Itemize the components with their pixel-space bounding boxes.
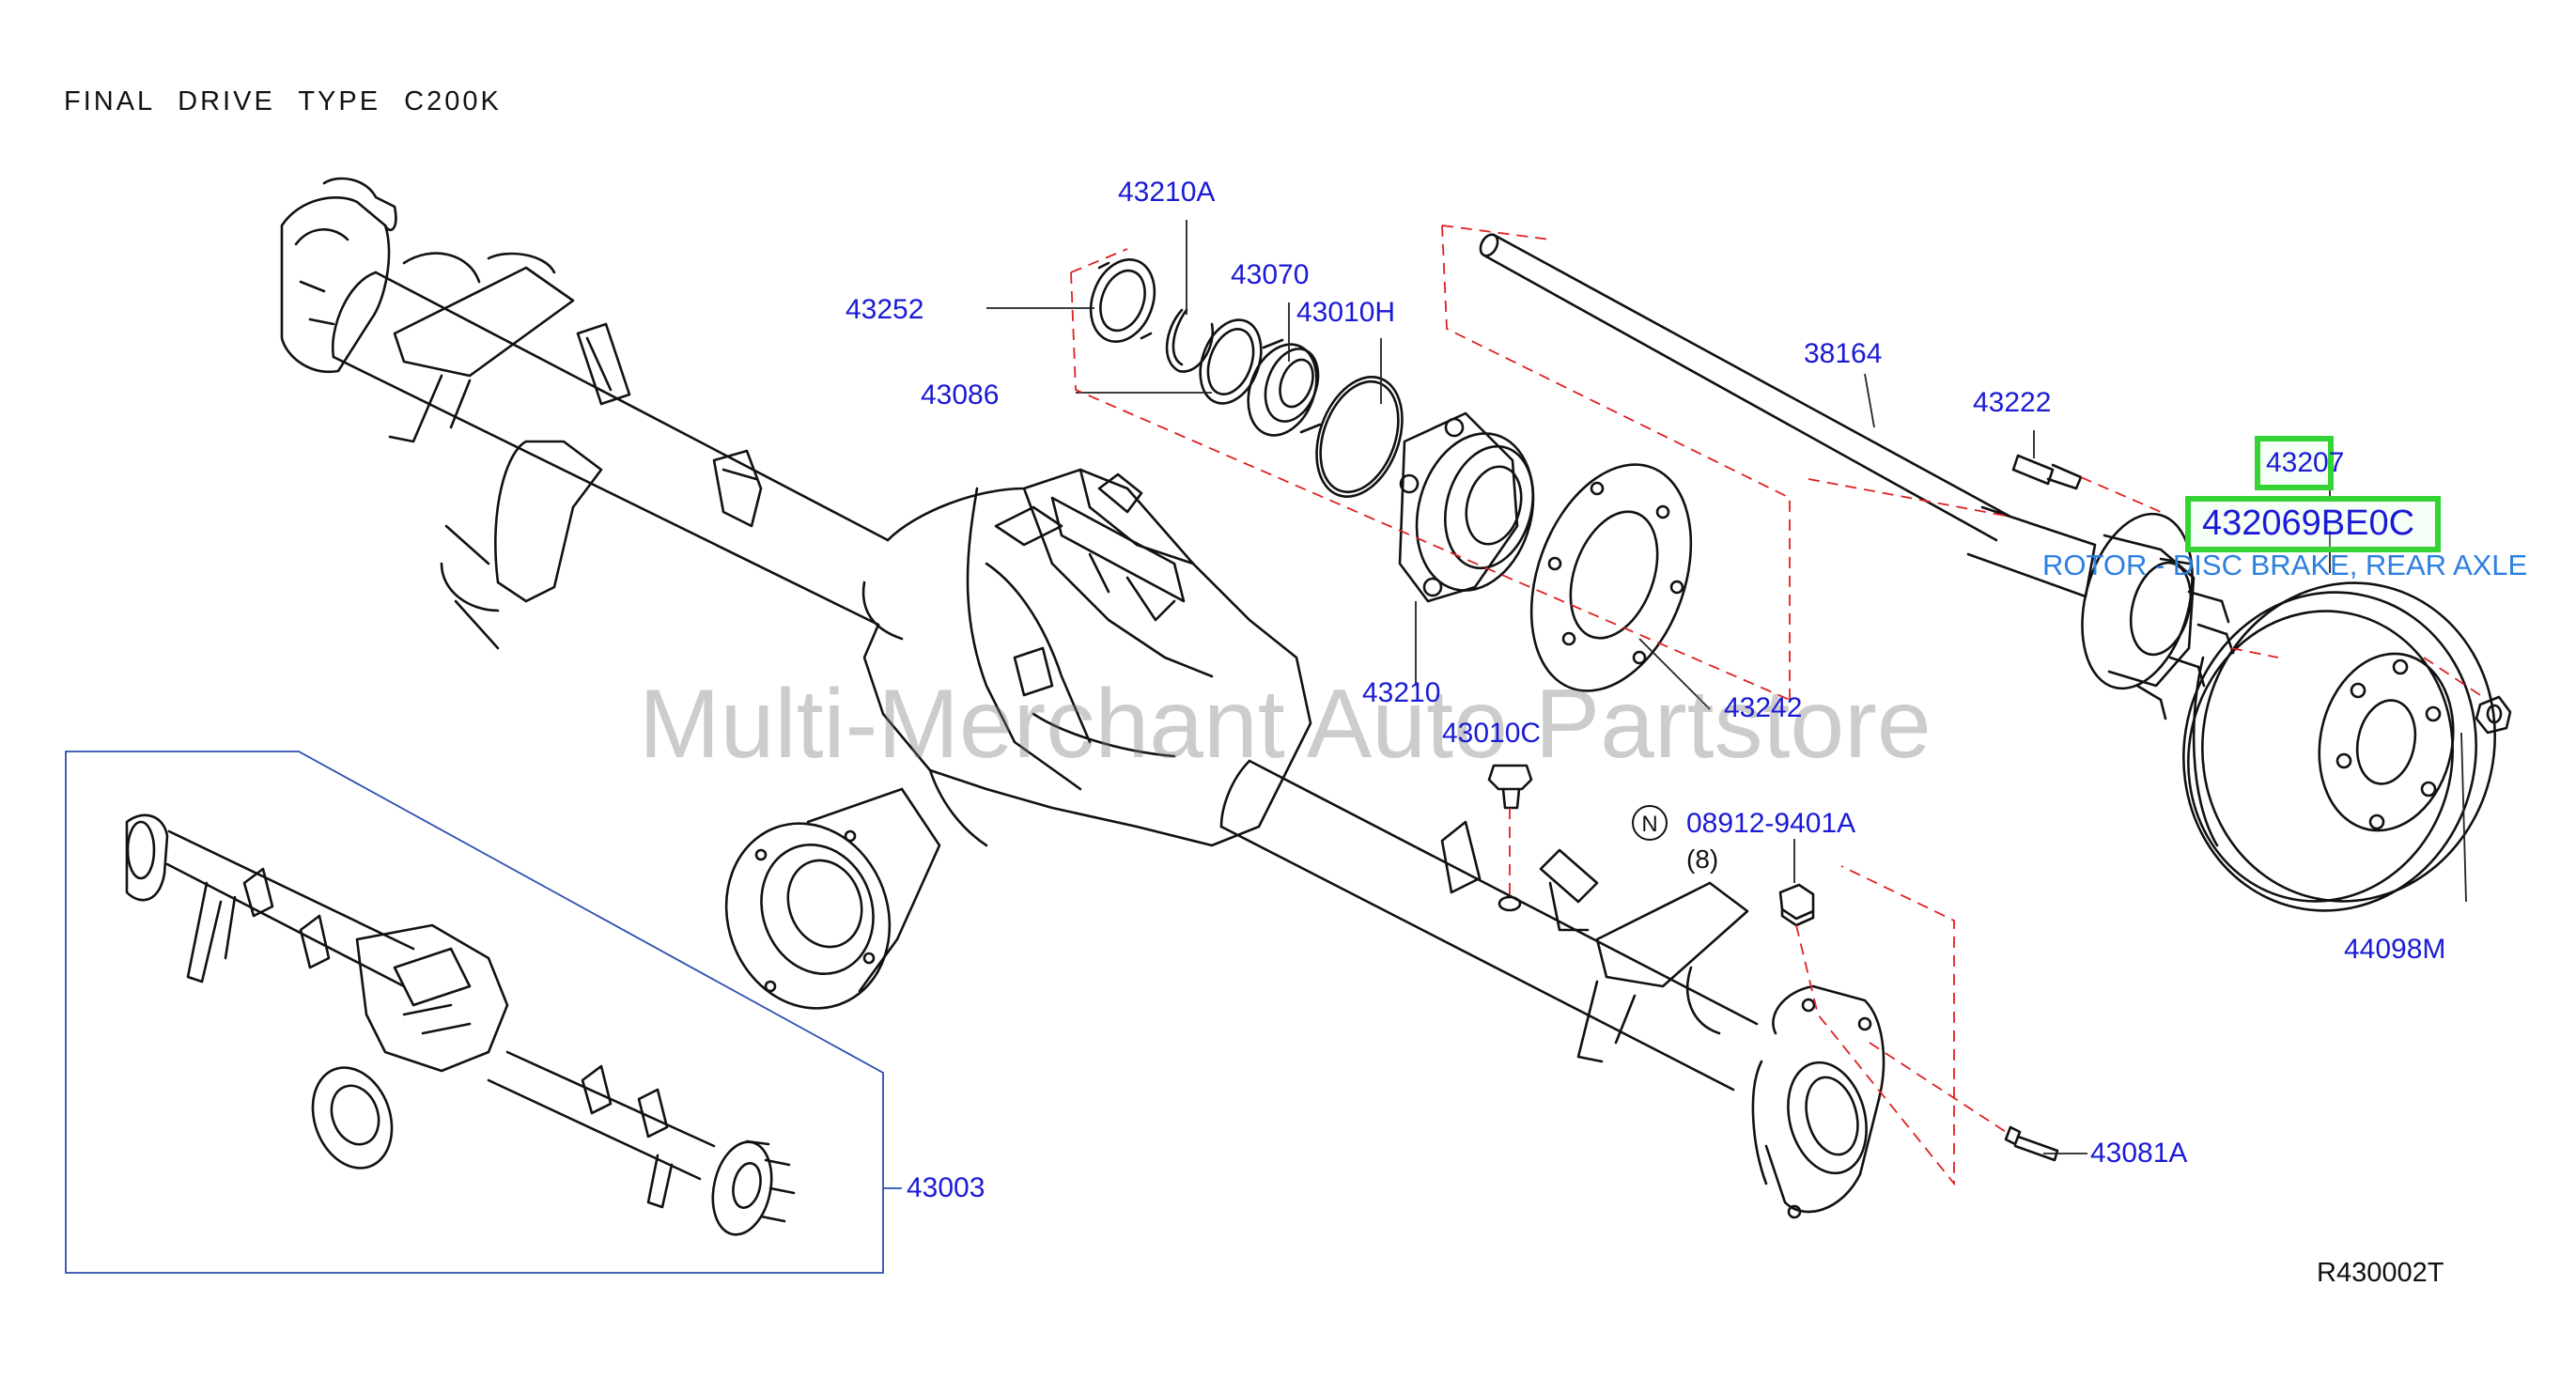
- rotor-screw: [2475, 695, 2512, 735]
- grommet: [1487, 764, 1533, 912]
- callout-43086[interactable]: 43086: [921, 379, 1000, 410]
- diagram-title: FINAL DRIVE TYPE C200K: [64, 86, 502, 116]
- highlight-box-43207: [2255, 436, 2334, 490]
- highlight-box-oem-number: [2185, 496, 2441, 552]
- callout-43081a[interactable]: 43081A: [2090, 1138, 2188, 1169]
- callout-43010c[interactable]: 43010C: [1442, 718, 1542, 749]
- callout-43003[interactable]: 43003: [907, 1172, 985, 1203]
- bearing-components: [1089, 258, 1693, 692]
- callout-44098m[interactable]: 44098M: [2344, 934, 2446, 965]
- bolt: [2004, 1125, 2059, 1162]
- callout-08912-9401a[interactable]: 08912-9401A: [1686, 808, 1856, 839]
- callout-43210a[interactable]: 43210A: [1118, 177, 1216, 208]
- callout-43252[interactable]: 43252: [846, 294, 924, 325]
- part-description: ROTOR - DISC BRAKE, REAR AXLE: [2042, 549, 2528, 581]
- differential-carrier: [724, 468, 1312, 1010]
- callout-43222[interactable]: 43222: [1973, 387, 2052, 418]
- axle-housing-right-tube: [1219, 759, 1885, 1219]
- note-n-symbol: N: [1632, 805, 1668, 841]
- axle-housing-left-tube: [280, 177, 904, 650]
- diagram-code: R430002T: [2317, 1258, 2444, 1288]
- inset-assembly: [125, 813, 796, 1236]
- callout-432069be0c[interactable]: 432069BE0C: [2202, 503, 2415, 543]
- axle-shaft: [1479, 233, 2235, 720]
- callout-43070[interactable]: 43070: [1231, 259, 1310, 290]
- wheel-stud: [2011, 454, 2083, 490]
- note-quantity: (8): [1686, 844, 1719, 874]
- callout-43207[interactable]: 43207: [2266, 447, 2345, 478]
- hex-nut: [1778, 883, 1815, 927]
- callout-38164[interactable]: 38164: [1804, 338, 1883, 369]
- callout-43210[interactable]: 43210: [1362, 677, 1441, 708]
- callout-43242[interactable]: 43242: [1724, 692, 1803, 723]
- callout-43010h[interactable]: 43010H: [1296, 297, 1396, 328]
- brake-rotor: [2182, 581, 2496, 912]
